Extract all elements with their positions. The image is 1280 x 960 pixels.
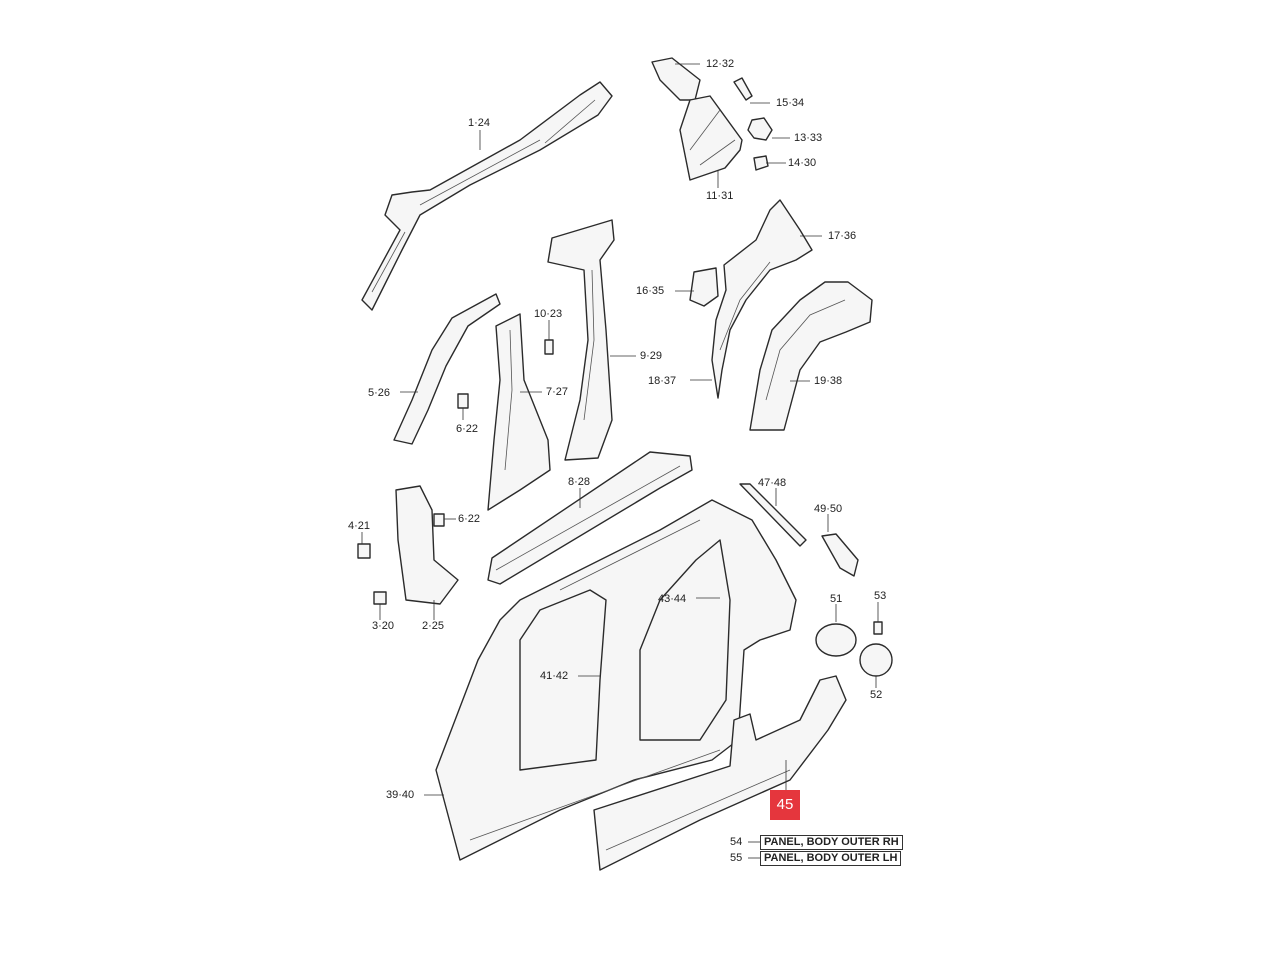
label-51: 51 xyxy=(830,593,843,605)
part-fuel-door xyxy=(859,643,893,677)
part-bracket-16 xyxy=(689,267,719,307)
label-12-32: 12·32 xyxy=(706,58,735,70)
legend-lh: PANEL, BODY OUTER LH xyxy=(760,851,902,866)
label-5-26: 5·26 xyxy=(368,387,391,399)
label-54: 54 xyxy=(730,836,743,848)
highlight-marker-45[interactable]: 45 xyxy=(770,790,800,820)
label-18-37: 18·37 xyxy=(648,375,677,387)
part-quarter-inner-upper xyxy=(679,95,743,181)
part-rear-sill-section xyxy=(593,675,847,871)
label-17-36: 17·36 xyxy=(828,230,857,242)
part-b-pillar-inner xyxy=(547,219,615,461)
part-roof-rail xyxy=(361,81,613,311)
label-9-29: 9·29 xyxy=(640,350,663,362)
label-4-21: 4·21 xyxy=(348,520,371,532)
part-side-sill-inner xyxy=(487,451,693,585)
label-1-24: 1·24 xyxy=(468,117,491,129)
label-43-44: 43·44 xyxy=(658,593,687,605)
legend-rh: PANEL, BODY OUTER RH xyxy=(760,835,903,850)
label-8-28: 8·28 xyxy=(568,476,591,488)
part-wheel-house xyxy=(749,281,873,431)
label-11-31: 11·31 xyxy=(706,190,734,202)
label-6-22-a: 6·22 xyxy=(456,423,479,435)
label-49-50: 49·50 xyxy=(814,503,843,515)
part-small-bracket-a xyxy=(733,77,753,101)
part-small-bracket-c xyxy=(753,155,769,171)
part-patch-3 xyxy=(373,591,387,605)
leader-lines xyxy=(361,63,879,859)
label-39-40: 39·40 xyxy=(386,789,415,801)
label-3-20: 3·20 xyxy=(372,620,395,632)
part-patch-4 xyxy=(357,543,371,559)
label-16-35: 16·35 xyxy=(636,285,665,297)
part-b-pillar-reinforcement xyxy=(487,313,551,511)
part-fastener-53 xyxy=(873,621,883,635)
label-2-25: 2·25 xyxy=(422,620,445,632)
label-53: 53 xyxy=(874,590,887,602)
part-fuel-housing xyxy=(815,623,857,657)
label-14-30: 14·30 xyxy=(788,157,817,169)
part-small-bracket-b xyxy=(747,117,773,141)
part-rear-inner-panel xyxy=(711,199,813,399)
label-10-23: 10·23 xyxy=(534,308,563,320)
part-patch-6b xyxy=(433,513,445,527)
part-clip-10 xyxy=(544,339,554,355)
part-bracket-49 xyxy=(821,533,859,577)
part-a-pillar-lower xyxy=(395,485,459,605)
part-strip-47 xyxy=(739,483,807,547)
label-19-38: 19·38 xyxy=(814,375,843,387)
label-52: 52 xyxy=(870,689,883,701)
label-55: 55 xyxy=(730,852,743,864)
part-a-pillar-upper xyxy=(393,293,501,445)
part-body-outer-panel xyxy=(435,499,797,861)
label-47-48: 47·48 xyxy=(758,477,787,489)
label-41-42: 41·42 xyxy=(540,670,569,682)
label-7-27: 7·27 xyxy=(546,386,569,398)
label-6-22-b: 6·22 xyxy=(458,513,481,525)
part-upper-bracket xyxy=(651,57,701,101)
part-patch-6a xyxy=(457,393,469,409)
label-15-34: 15·34 xyxy=(776,97,805,109)
label-13-33: 13·33 xyxy=(794,132,823,144)
